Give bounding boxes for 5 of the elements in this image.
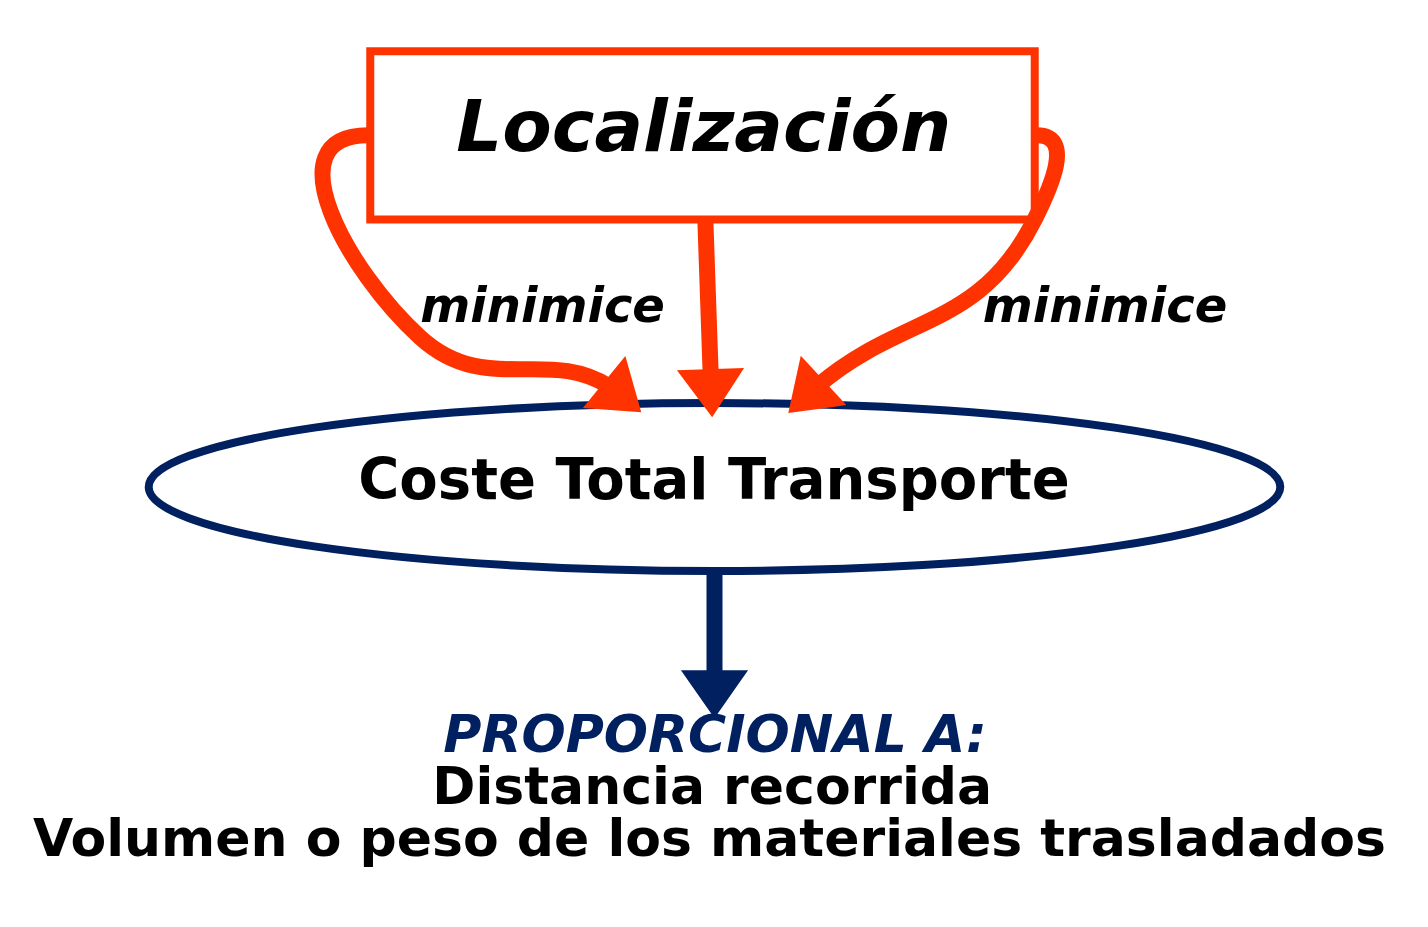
node-ellipse: Coste Total Transporte	[144, 398, 1284, 575]
edge-label: minimice	[982, 276, 1227, 333]
edge-label: minimice	[419, 276, 665, 333]
node-box: Localización	[365, 46, 1039, 223]
node-text: PROPORCIONAL A: Distancia recorrida Volumen o peso de los materiales trasladados	[32, 703, 1386, 868]
